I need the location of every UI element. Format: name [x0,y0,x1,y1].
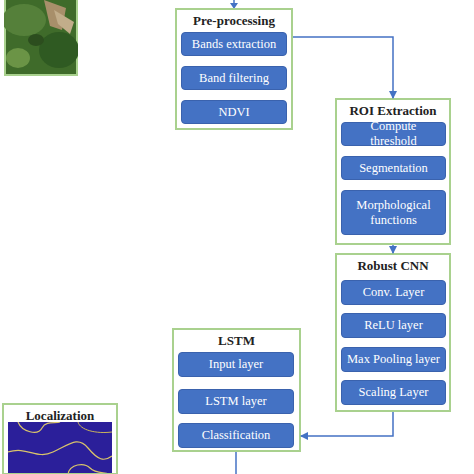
process-box: Bands extraction [181,32,287,56]
stage-group: Localization [2,403,118,474]
box-label: Classification [202,428,271,443]
box-label: Segmentation [359,161,428,176]
incoming-line [233,0,235,3]
process-box: Morphological functions [341,190,446,235]
process-box: Compute threshold [341,122,446,146]
group-title: Robust CNN [337,258,449,273]
process-box: Scaling Layer [341,380,446,405]
box-label: Morphological functions [346,198,441,228]
process-box: Conv. Layer [341,280,446,305]
stage-group: ROI ExtractionCompute thresholdSegmentat… [335,98,451,245]
process-box: Max Pooling layer [341,347,446,372]
box-label: Scaling Layer [359,385,429,400]
process-box: Classification [178,423,294,448]
box-label: Max Pooling layer [347,352,440,367]
box-label: Compute threshold [346,119,441,149]
stage-group: LSTM Input layerLSTM layerClassification [172,328,301,452]
process-box: Band filtering [181,66,287,90]
process-box: NDVI [181,100,287,124]
process-box: LSTM layer [178,389,294,414]
flow-arrow [392,245,394,253]
box-label: Band filtering [199,71,269,86]
flow-arrow [301,412,393,436]
stage-group: Robust CNN Conv. LayerReLU layerMax Pooli… [335,253,451,412]
process-box: Segmentation [341,156,446,180]
process-box: Input layer [178,352,294,377]
localization-map [8,422,112,474]
group-title: LSTM [174,333,299,348]
group-title: ROI Extraction [337,103,449,118]
box-label: Input layer [209,357,264,372]
group-title: Localization [4,408,116,423]
box-label: Conv. Layer [363,285,425,300]
box-label: LSTM layer [205,394,266,409]
box-label: Bands extraction [192,37,276,52]
process-box: ReLU layer [341,313,446,338]
stage-group: Pre-processingBands extractionBand filte… [175,8,293,130]
satellite-image [4,0,78,76]
outgoing-line [235,452,237,474]
flow-arrow [293,37,393,98]
box-label: ReLU layer [364,318,423,333]
group-title: Pre-processing [177,13,291,28]
box-label: NDVI [218,105,249,120]
